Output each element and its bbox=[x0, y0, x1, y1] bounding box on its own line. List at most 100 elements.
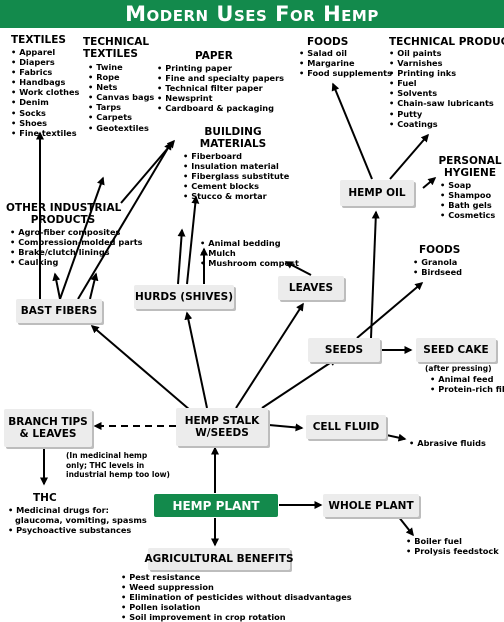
thc-list: • Medicinal drugs for: glaucoma, vomitin… bbox=[8, 505, 147, 535]
foods-seeds-list: Granola Birdseed bbox=[413, 257, 462, 277]
list-item: Fine and specialty papers bbox=[157, 73, 284, 83]
thc-item-medicinal-line1: • Medicinal drugs for: bbox=[8, 505, 109, 515]
list-item: Animal feed bbox=[430, 374, 504, 384]
list-item: Fabrics bbox=[11, 67, 79, 77]
textiles-heading: TEXTILES bbox=[11, 34, 66, 46]
list-item: Pollen isolation bbox=[121, 602, 352, 612]
list-item: Granola bbox=[413, 257, 462, 267]
arrow-oil-to-techproducts bbox=[389, 133, 429, 180]
list-item: Socks bbox=[11, 108, 79, 118]
other-industrial-list: Agro-fiber composites Compression-molded… bbox=[10, 227, 143, 267]
thc-item-medicinal-line2: glaucoma, vomiting, spasms bbox=[15, 515, 147, 526]
list-item: Diapers bbox=[11, 57, 79, 67]
arrow-hurds-to-building bbox=[186, 195, 200, 285]
list-item: Food supplements bbox=[299, 68, 392, 78]
list-item: Varnishes bbox=[389, 58, 494, 68]
foods-oil-heading: FOODS bbox=[307, 36, 349, 48]
leaves-box: LEAVES bbox=[278, 276, 344, 300]
branch-tips-box: BRANCH TIPS & LEAVES bbox=[4, 409, 92, 447]
arrow-stalk-to-cellfluid bbox=[268, 423, 304, 432]
list-item: Putty bbox=[389, 109, 494, 119]
arrow-oil-to-hygiene bbox=[422, 177, 437, 189]
thc-note-line2: only; THC levels in bbox=[66, 460, 145, 470]
hemp-stalk-line2: W/SEEDS bbox=[195, 427, 249, 439]
list-item: Compression-molded parts bbox=[10, 237, 142, 247]
list-item: Shampoo bbox=[440, 190, 495, 200]
arrow-seeds-to-hempoil bbox=[370, 210, 380, 339]
list-item: Boiler fuel bbox=[406, 536, 499, 546]
list-item: Protein-rich fiber bbox=[430, 384, 504, 394]
personal-hygiene-list: Soap Shampoo Bath gels Cosmetics bbox=[440, 180, 495, 220]
branch-tips-line2: & LEAVES bbox=[19, 428, 77, 440]
seeds-box: SEEDS bbox=[308, 338, 380, 362]
seed-cake-list: Animal feed Protein-rich fiber bbox=[430, 374, 504, 394]
paper-list: Printing paper Fine and specialty papers… bbox=[157, 63, 284, 113]
hemp-stalk-line1: HEMP STALK bbox=[184, 415, 260, 427]
hemp-plant-box: HEMP PLANT bbox=[154, 494, 278, 517]
agricultural-benefits-list: Pest resistance Weed suppression Elimina… bbox=[121, 572, 352, 622]
list-item: Solvents bbox=[389, 88, 494, 98]
technical-textiles-heading-line1: TECHNICAL bbox=[83, 36, 150, 48]
hurds-box: HURDS (SHIVES) bbox=[134, 285, 234, 309]
list-item: Handbags bbox=[11, 77, 79, 87]
list-item: Coatings bbox=[389, 119, 494, 129]
arrow-stalk-to-hurds bbox=[184, 311, 208, 409]
personal-hygiene-heading-line1: PERSONAL bbox=[438, 155, 502, 167]
list-item: Chain-saw lubricants bbox=[389, 98, 494, 108]
hurds-uses-list: Animal bedding Mulch Mushroom compost bbox=[200, 238, 299, 268]
building-materials-heading-line2: MATERIALS bbox=[199, 138, 267, 150]
list-item: Elimination of pesticides without disadv… bbox=[121, 592, 351, 602]
list-item: Abrasive fluids bbox=[409, 438, 486, 448]
list-item: Agro-fiber composites bbox=[10, 227, 143, 237]
list-item: Newsprint bbox=[157, 93, 284, 103]
building-materials-list: Fiberboard Insulation material Fiberglas… bbox=[183, 151, 289, 201]
list-item: Prolysis feedstock bbox=[406, 546, 498, 556]
list-item: Insulation material bbox=[183, 161, 289, 171]
list-item: Fiberboard bbox=[183, 151, 289, 161]
list-item: Printing paper bbox=[157, 63, 284, 73]
list-item: Stucco & mortar bbox=[183, 191, 289, 201]
list-item: Technical filter paper bbox=[157, 83, 284, 93]
list-item: Apparel bbox=[11, 47, 79, 57]
building-materials-heading: BUILDING MATERIALS bbox=[195, 126, 271, 150]
technical-textiles-heading-line2: TEXTILES bbox=[83, 48, 138, 60]
arrow-hurds-to-building-2 bbox=[177, 228, 186, 285]
list-item: Fuel bbox=[389, 78, 494, 88]
list-item: Animal bedding bbox=[200, 238, 299, 248]
cell-fluid-uses-list: Abrasive fluids bbox=[409, 438, 486, 448]
list-item: Fiberglass substitute bbox=[183, 171, 289, 181]
agricultural-benefits-box: AGRICULTURAL BENEFITS bbox=[144, 548, 294, 570]
arrow-bast-to-industrial bbox=[52, 272, 61, 300]
list-item: Pest resistance bbox=[121, 572, 352, 582]
list-item: Cement blocks bbox=[183, 181, 289, 191]
arrow-oil-to-foods bbox=[331, 82, 373, 180]
list-item: Mulch bbox=[200, 248, 299, 258]
personal-hygiene-heading: PERSONAL HYGIENE bbox=[438, 155, 502, 179]
list-item: Geotextiles bbox=[88, 123, 154, 133]
diagram-title: Modern Uses For Hemp bbox=[0, 0, 504, 28]
arrow-stalk-to-bast bbox=[90, 325, 191, 411]
foods-oil-list: Salad oil Margarine Food supplements bbox=[299, 48, 392, 78]
list-item: Margarine bbox=[299, 58, 392, 68]
technical-products-heading: TECHNICAL PRODUCTS bbox=[389, 36, 504, 48]
building-materials-heading-line1: BUILDING bbox=[204, 126, 262, 138]
foods-seeds-heading: FOODS bbox=[419, 244, 461, 256]
list-item: Rope bbox=[88, 72, 154, 82]
list-item: Salad oil bbox=[299, 48, 392, 58]
list-item: Denim bbox=[11, 97, 79, 107]
paper-heading: PAPER bbox=[195, 50, 233, 62]
list-item: Soil improvement in crop rotation bbox=[121, 612, 352, 622]
personal-hygiene-heading-line2: HYGIENE bbox=[443, 167, 497, 179]
list-item: Carpets bbox=[88, 112, 154, 122]
list-item: Twine bbox=[88, 62, 154, 72]
seed-cake-box: SEED CAKE bbox=[416, 338, 496, 362]
hemp-oil-box: HEMP OIL bbox=[340, 180, 414, 206]
cell-fluid-box: CELL FLUID bbox=[306, 415, 386, 439]
arrow-bast-to-industrial-2 bbox=[89, 272, 99, 300]
bast-fibers-box: BAST FIBERS bbox=[16, 299, 102, 323]
list-item: Cardboard & packaging bbox=[157, 103, 284, 113]
arrow-hurds-to-paper bbox=[120, 139, 175, 204]
thc-note-line3: industrial hemp too low) bbox=[66, 470, 170, 479]
seed-cake-note: (after pressing) bbox=[425, 364, 492, 373]
list-item: Work clothes bbox=[11, 87, 79, 97]
